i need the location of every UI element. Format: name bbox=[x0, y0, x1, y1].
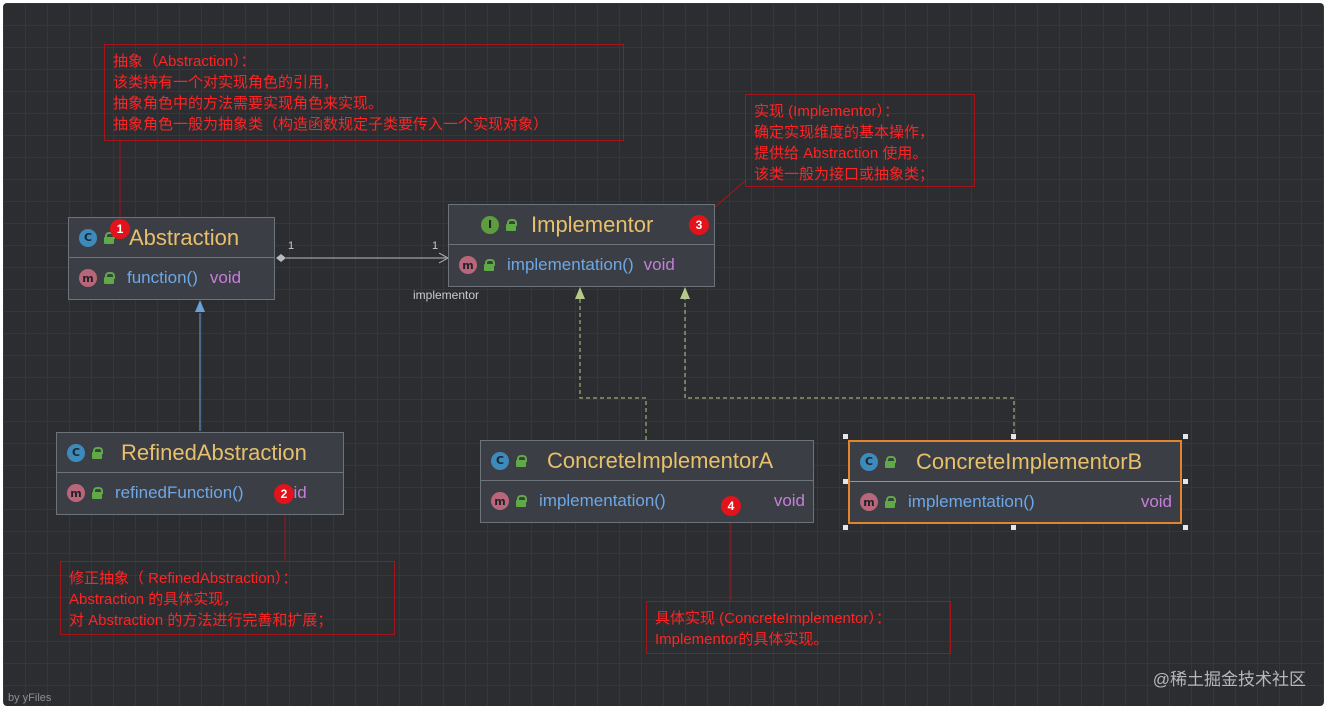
public-visibility-icon bbox=[505, 218, 517, 231]
class-kind-icon: C bbox=[491, 451, 509, 470]
note-line: 抽象角色一般为抽象类（构造函数规定子类要传入一个实现对象） bbox=[113, 116, 549, 133]
return-type: void bbox=[1140, 492, 1172, 511]
method-name: function() bbox=[127, 268, 198, 287]
class-header: I Implementor bbox=[449, 205, 714, 245]
resize-handle-top[interactable] bbox=[1011, 434, 1016, 439]
note-implementor[interactable]: 实现 (Implementor）： 确定实现维度的基本操作， 提供给 Abstr… bbox=[745, 94, 975, 187]
public-visibility-icon bbox=[103, 272, 115, 284]
note-line: 实现 (Implementor）： bbox=[754, 103, 900, 120]
public-visibility-icon bbox=[91, 487, 103, 499]
note-line: Abstraction 的具体实现， bbox=[69, 591, 239, 608]
public-visibility-icon bbox=[884, 496, 896, 508]
note-line: 该类一般为接口或抽象类； bbox=[754, 166, 935, 183]
class-name: ConcreteImplementorA bbox=[547, 447, 774, 473]
return-type: void bbox=[773, 491, 805, 510]
class-name: Implementor bbox=[531, 211, 654, 237]
public-visibility-icon bbox=[483, 259, 495, 271]
class-kind-icon: C bbox=[67, 443, 85, 462]
class-name: ConcreteImplementorB bbox=[916, 448, 1143, 474]
association-role-label: implementor bbox=[413, 288, 480, 302]
class-header: C RefinedAbstraction bbox=[57, 433, 343, 473]
return-type: void bbox=[209, 268, 242, 287]
resize-handle-top-left[interactable] bbox=[843, 434, 848, 439]
marker-badge: 4 bbox=[721, 496, 741, 516]
class-kind-icon: C bbox=[79, 228, 97, 247]
interface-kind-icon: I bbox=[481, 215, 499, 234]
method-row[interactable]: m implementation() void bbox=[850, 482, 1180, 522]
connector-layer bbox=[119, 141, 1015, 601]
class-header: C Abstraction bbox=[69, 218, 274, 258]
watermark: @稀土掘金技术社区 bbox=[1152, 670, 1306, 689]
note-line: 抽象（Abstraction）： bbox=[113, 53, 256, 70]
resize-handle-left[interactable] bbox=[843, 479, 848, 484]
marker-badge: 2 bbox=[274, 484, 294, 504]
class-abstraction[interactable]: C Abstraction m function() void bbox=[68, 217, 275, 300]
class-header: C ConcreteImplementorB bbox=[850, 442, 1180, 482]
method-row[interactable]: m function() void bbox=[69, 258, 274, 298]
public-visibility-icon bbox=[515, 454, 527, 467]
method-kind-icon: m bbox=[459, 256, 477, 274]
note-line: 具体实现 (ConcreteImplementor）： bbox=[655, 610, 891, 627]
target-multiplicity: 1 bbox=[432, 240, 439, 252]
method-kind-icon: m bbox=[860, 493, 878, 511]
method-name: implementation() bbox=[908, 492, 1035, 511]
method-name: implementation() bbox=[507, 255, 634, 274]
note-concrete[interactable]: 具体实现 (ConcreteImplementor）： Implementor的… bbox=[646, 601, 951, 654]
method-kind-icon: m bbox=[67, 484, 85, 502]
interface-implementor[interactable]: I Implementor m implementation() void bbox=[448, 204, 715, 287]
note-abstraction[interactable]: 抽象（Abstraction）： 该类持有一个对实现角色的引用， 抽象角色中的方… bbox=[104, 44, 624, 141]
note-refined[interactable]: 修正抽象（ RefinedAbstraction）： Abstraction 的… bbox=[60, 561, 395, 635]
note-line: 提供给 Abstraction 使用。 bbox=[754, 145, 928, 162]
method-row[interactable]: m refinedFunction() void bbox=[57, 473, 343, 513]
class-concrete-implementor-a[interactable]: C ConcreteImplementorA m implementation(… bbox=[480, 440, 814, 523]
resize-handle-bottom[interactable] bbox=[1011, 525, 1016, 530]
inheritance-arrowhead bbox=[195, 300, 205, 312]
method-row[interactable]: m implementation() void bbox=[481, 481, 813, 521]
note-line: 修正抽象（ RefinedAbstraction）： bbox=[69, 570, 298, 587]
method-name: implementation() bbox=[539, 491, 666, 510]
method-name: refinedFunction() bbox=[115, 483, 244, 502]
note-line: 确定实现维度的基本操作， bbox=[754, 124, 935, 141]
method-row[interactable]: m implementation() void bbox=[449, 245, 714, 285]
realization-line-a bbox=[579, 299, 647, 440]
source-multiplicity: 1 bbox=[288, 240, 295, 252]
resize-handle-bottom-left[interactable] bbox=[843, 525, 848, 530]
class-header: C ConcreteImplementorA bbox=[481, 441, 813, 481]
realization-line-b bbox=[684, 299, 1015, 440]
public-visibility-icon bbox=[91, 446, 103, 459]
resize-handle-right[interactable] bbox=[1183, 479, 1188, 484]
method-kind-icon: m bbox=[79, 269, 97, 287]
note-line: Implementor的具体实现。 bbox=[655, 631, 829, 648]
note-line: 该类持有一个对实现角色的引用， bbox=[113, 74, 339, 91]
marker-badge: 3 bbox=[689, 215, 709, 235]
public-visibility-icon bbox=[884, 455, 896, 468]
note-line: 对 Abstraction 的方法进行完善和扩展； bbox=[69, 612, 333, 629]
marker-badge: 1 bbox=[110, 219, 130, 239]
realization-arrowhead-b bbox=[680, 287, 690, 299]
yfiles-credit: by yFiles bbox=[8, 692, 52, 704]
note-leader-implementor bbox=[714, 180, 746, 208]
class-refined-abstraction[interactable]: C RefinedAbstraction m refinedFunction()… bbox=[56, 432, 344, 515]
resize-handle-bottom-right[interactable] bbox=[1183, 525, 1188, 530]
method-kind-icon: m bbox=[491, 492, 509, 510]
realization-arrowhead-a bbox=[575, 287, 585, 299]
resize-handle-top-right[interactable] bbox=[1183, 434, 1188, 439]
note-line: 抽象角色中的方法需要实现角色来实现。 bbox=[113, 95, 384, 112]
public-visibility-icon bbox=[515, 495, 527, 507]
class-concrete-implementor-b[interactable]: C ConcreteImplementorB m implementation(… bbox=[848, 440, 1182, 524]
class-kind-icon: C bbox=[860, 452, 878, 471]
diagram-canvas[interactable]: 1 1 implementor 抽象（Abstraction）： 该类持有一个对… bbox=[3, 3, 1324, 706]
class-name: RefinedAbstraction bbox=[121, 439, 307, 465]
return-type: void bbox=[643, 255, 675, 274]
class-name: Abstraction bbox=[129, 224, 240, 250]
aggregation-diamond bbox=[276, 254, 286, 262]
